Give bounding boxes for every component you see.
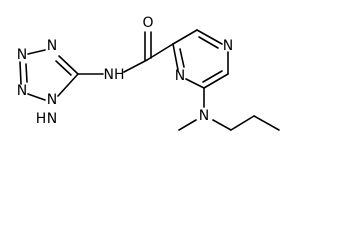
atom-labels: O N N NH N N N N N H N (17, 15, 233, 127)
bond-n1-c2-double (179, 48, 185, 68)
bond-n1-c2 (172, 43, 179, 71)
bond-c3-n4 (196, 29, 223, 45)
atom-label-amide-nh: NH (104, 67, 125, 83)
bond-c3-n4-double (198, 36, 219, 49)
bond-propyl1-propyl2 (230, 115, 255, 131)
structure-diagram: O N N NH N N N N N H N (17, 15, 280, 131)
bond-n3t-n2t-double (25, 63, 28, 83)
atom-label-carbonyl-o: O (142, 15, 153, 31)
atom-label-tetrazole-n4: N (47, 92, 57, 108)
bond-c2-c3 (172, 29, 198, 45)
atom-label-tetrazole-nh-n: N (47, 111, 57, 127)
bond-namine-methyl (178, 119, 197, 131)
bond-n2t-n1t (27, 93, 46, 101)
bond-propyl2-propyl3 (253, 115, 280, 131)
bond-c5-c6-double (202, 70, 223, 83)
bond-c5t-n4t (58, 55, 79, 75)
bond-n4t-n3t (27, 49, 46, 55)
bond-namine-propyl1 (212, 119, 232, 131)
bond-n1t-c5t (57, 73, 79, 97)
atom-label-amine-n: N (199, 108, 209, 124)
atom-label-tetrazole-nh-h: H (36, 111, 47, 127)
bond-c5-c6 (203, 73, 229, 89)
atom-label-tetrazole-n2: N (17, 47, 27, 63)
atom-label-pyrazine-n-top: N (223, 38, 233, 54)
bond-c6-n1 (185, 78, 205, 89)
atom-label-pyrazine-n-bottom: N (175, 68, 185, 84)
bond-n3t-n2t (19, 61, 22, 85)
bond-c5t-n4t-double (55, 60, 72, 76)
atom-label-tetrazole-n1: N (47, 38, 57, 54)
bonds (19, 29, 280, 131)
bond-carbonyl-nh (123, 59, 148, 73)
atom-label-tetrazole-n3: N (17, 83, 27, 99)
